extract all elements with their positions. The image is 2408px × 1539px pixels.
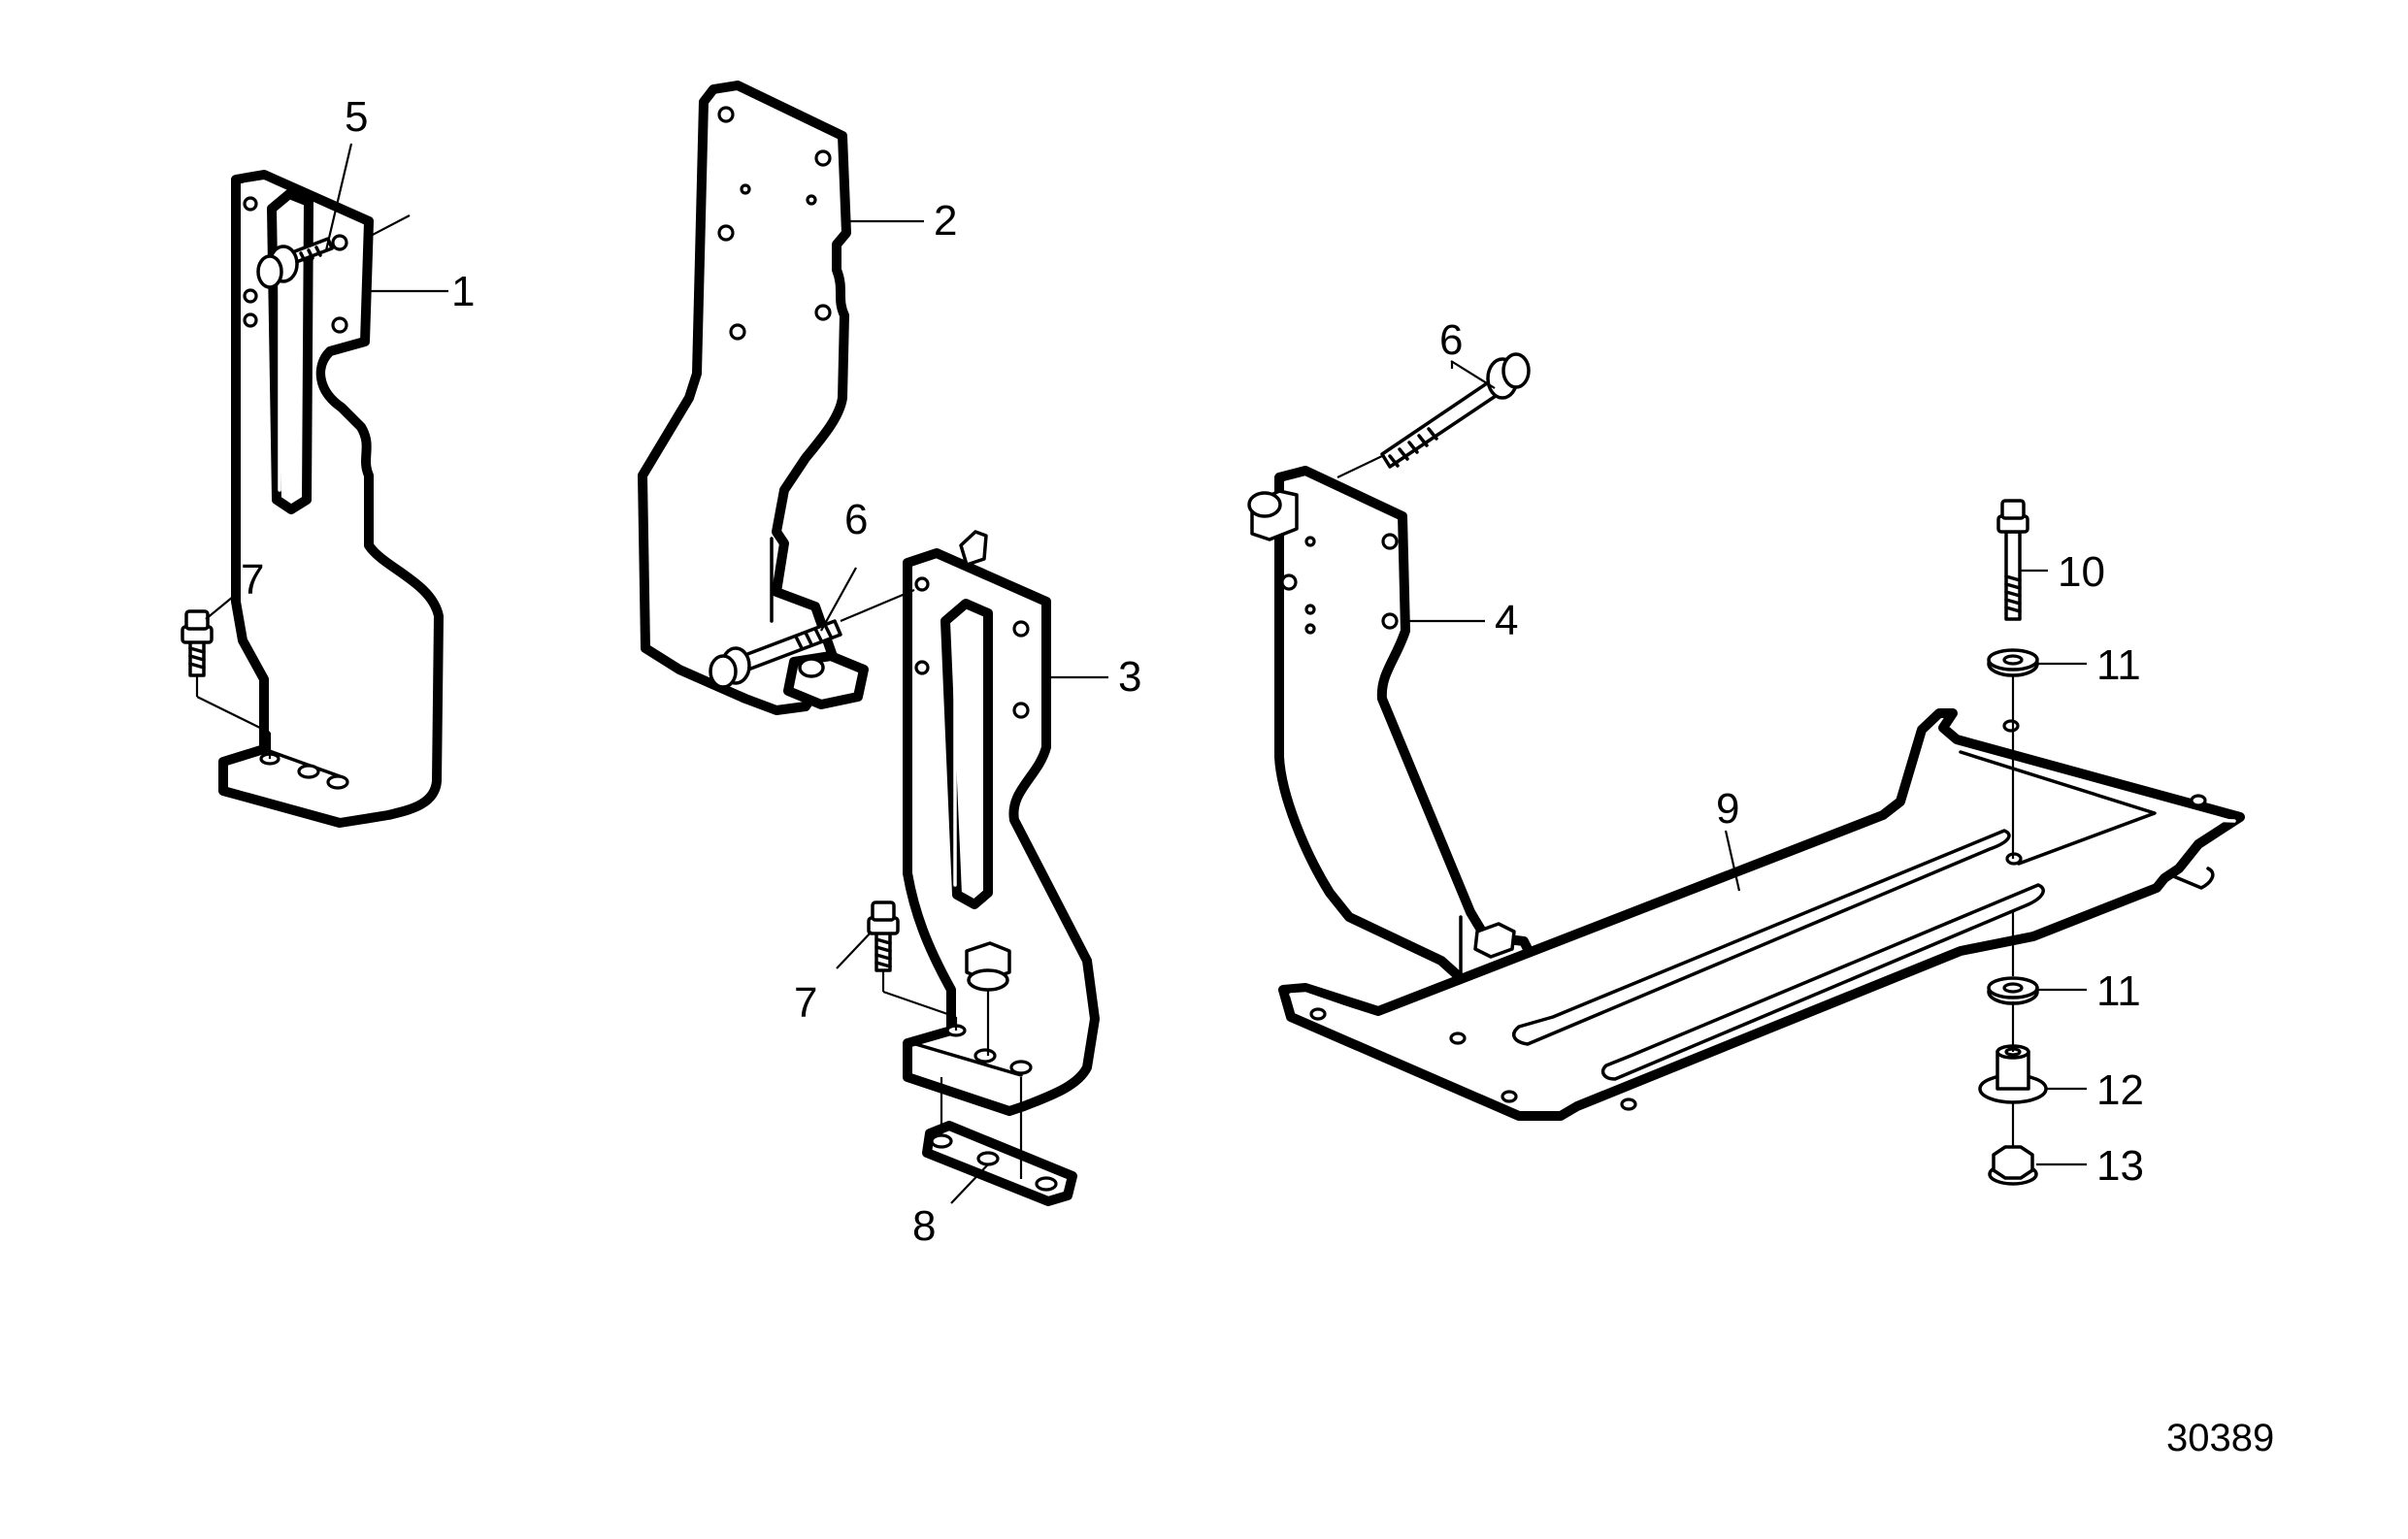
callout-labels: 1 2 3 4 5 6 6 7 7 8 9 10 11 11 12 13 303… — [241, 93, 2274, 1459]
nut-part-13 — [1988, 1145, 2038, 1186]
washer-part-11-bottom — [1987, 976, 2039, 1005]
washer-part-11-top — [1987, 648, 2039, 677]
callout-6-right: 6 — [1439, 316, 1463, 364]
callout-5: 5 — [345, 93, 368, 141]
leader-lines — [195, 143, 2087, 1204]
bracket-part-3 — [903, 530, 1100, 1116]
bolt-part-7-middle — [867, 900, 900, 972]
bolt-part-5 — [256, 237, 334, 289]
callout-7-left: 7 — [241, 556, 264, 604]
callout-1: 1 — [451, 268, 475, 315]
callout-13: 13 — [2096, 1142, 2144, 1190]
callout-7-middle: 7 — [794, 979, 817, 1027]
plate-part-2 — [638, 81, 869, 715]
bolt-part-7-left — [181, 609, 214, 677]
bolt-part-6-middle — [709, 619, 842, 689]
tray-part-9 — [1278, 708, 2245, 1121]
callout-2: 2 — [934, 197, 957, 245]
spacer-part-12 — [1978, 1044, 2048, 1104]
callout-4: 4 — [1495, 597, 1518, 644]
clamp-plate-part-8 — [922, 1121, 1077, 1206]
callout-12: 12 — [2096, 1066, 2144, 1114]
callout-11-top: 11 — [2096, 641, 2141, 689]
bolt-part-6-right — [1380, 352, 1531, 469]
bracket-part-1 — [218, 170, 444, 828]
callout-8: 8 — [912, 1202, 936, 1250]
callout-3: 3 — [1118, 653, 1141, 701]
drawing-number: 30389 — [2166, 1417, 2274, 1459]
callout-9: 9 — [1716, 785, 1739, 833]
bolt-part-10 — [1996, 499, 2029, 621]
callout-10: 10 — [2058, 548, 2105, 596]
bracket-part-4 — [1247, 466, 1538, 987]
callout-6-middle: 6 — [844, 496, 868, 543]
callout-11-bottom: 11 — [2096, 967, 2141, 1015]
